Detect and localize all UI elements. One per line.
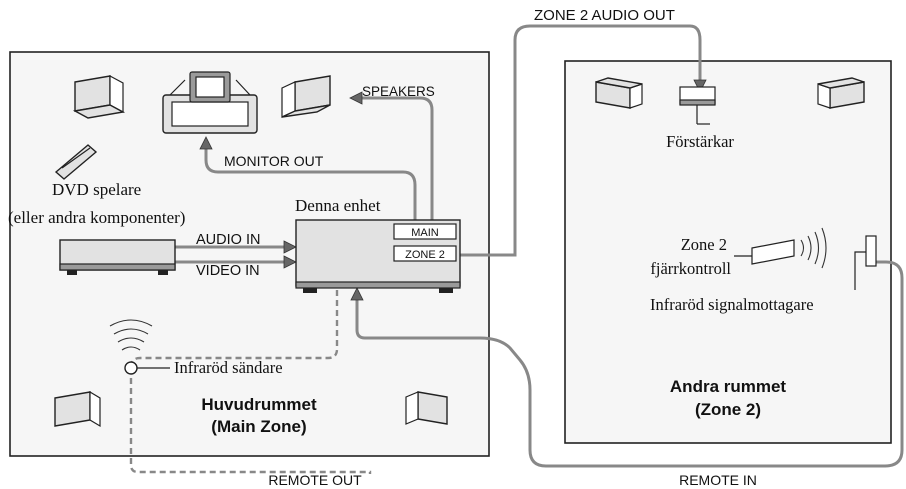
zone2-terminal — [393, 245, 457, 262]
rear-left-speaker — [54, 390, 101, 428]
main-zone-title: Huvudrummet — [201, 395, 317, 414]
tv-monitor — [162, 71, 258, 134]
zone2-subtitle: (Zone 2) — [695, 400, 761, 419]
ir-transmitter — [109, 319, 170, 375]
remote-out-label: REMOTE OUT — [268, 472, 362, 488]
video-in-label: VIDEO IN — [196, 263, 260, 279]
this-unit-receiver — [295, 219, 461, 293]
main-zone-subtitle: (Main Zone) — [211, 417, 306, 436]
zone2-left-speaker — [595, 77, 643, 109]
rear-right-speaker — [405, 391, 448, 425]
zone2-remote-label: Zone 2 — [681, 235, 727, 254]
zone2-right-speaker — [817, 77, 865, 109]
front-left-speaker — [72, 74, 126, 119]
zone2-audio-cable — [460, 24, 707, 257]
av-in-cables — [175, 240, 297, 269]
dvd-player — [59, 239, 176, 275]
zone2-remote-sublabel: fjärrkontroll — [650, 259, 731, 278]
amplifier-device — [679, 86, 716, 125]
monitor-out-label: MONITOR OUT — [224, 153, 324, 169]
this-unit-label: Denna enhet — [295, 196, 381, 215]
remote-in-cable — [350, 260, 904, 468]
main-terminal — [393, 223, 457, 240]
dvd-remote-device — [54, 144, 98, 180]
monitor-out-cable — [199, 136, 417, 222]
audio-in-label: AUDIO IN — [196, 232, 260, 248]
dvd-player-label: DVD spelare — [52, 180, 141, 199]
zone2-audio-out-label: ZONE 2 AUDIO OUT — [534, 7, 675, 24]
ir-transmitter-label: Infraröd sändare — [174, 358, 283, 377]
zone2-remote-control — [734, 227, 827, 269]
speakers-label: SPEAKERS — [362, 84, 435, 99]
zone2-terminal-label: ZONE 2 — [405, 249, 445, 261]
speakers-cable — [349, 91, 434, 234]
main-terminal-label: MAIN — [411, 227, 439, 239]
ir-receiver — [854, 235, 877, 290]
front-right-speaker — [281, 75, 331, 118]
zone2-room — [564, 60, 892, 444]
dvd-player-sublabel: (eller andra komponenter) — [8, 208, 185, 227]
zone2-title: Andra rummet — [670, 377, 787, 396]
ir-receiver-label: Infraröd signalmottagare — [650, 295, 814, 314]
amplifier-label: Förstärkar — [666, 132, 734, 151]
remote-in-label: REMOTE IN — [679, 472, 757, 488]
